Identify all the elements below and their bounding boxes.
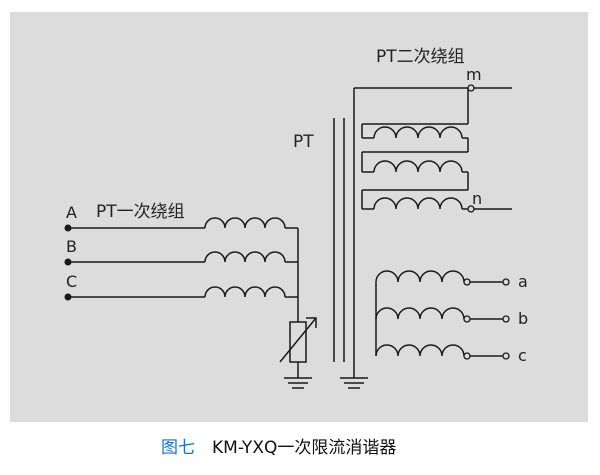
meas-c-open-2 (502, 352, 510, 360)
terminal-n-open (467, 205, 475, 213)
meas-b-open-2 (502, 315, 510, 323)
figure-number: 图七 (161, 438, 195, 458)
primary-coil-c (204, 286, 286, 298)
primary-coil-a (204, 217, 286, 229)
terminal-n-label: n (472, 189, 482, 208)
meas-c-open-1 (463, 352, 471, 360)
terminal-a-dot (64, 224, 72, 232)
terminal-m-open (467, 84, 475, 92)
diagram-background (10, 12, 588, 422)
resistor-arrow-head (306, 317, 317, 328)
phase-a-label: A (66, 203, 77, 222)
meas-coil-b (375, 307, 465, 320)
resistor-arrow (279, 317, 317, 363)
primary-coil-b (204, 251, 286, 263)
terminal-m-label: m (466, 65, 482, 84)
phase-c-label: C (66, 272, 77, 291)
secondary-coil-2 (373, 160, 463, 173)
meas-b-open-1 (463, 315, 471, 323)
output-a-label: a (518, 272, 528, 291)
figure-caption: KM-YXQ一次限流消谐器 (212, 438, 396, 458)
secondary-coil-3 (373, 197, 463, 210)
phase-b-label: B (66, 237, 77, 256)
output-b-label: b (518, 309, 528, 328)
pt-label: PT (293, 132, 314, 152)
meas-a-open-1 (463, 278, 471, 286)
terminal-c-dot (64, 293, 72, 301)
secondary-title: PT二次绕组 (376, 47, 465, 67)
circuit (68, 87, 512, 389)
primary-title: PT一次绕组 (96, 202, 185, 222)
output-c-label: c (518, 346, 527, 365)
meas-coil-c (375, 344, 465, 357)
meas-a-open-2 (502, 278, 510, 286)
terminal-b-dot (64, 258, 72, 266)
meas-coil-a (375, 270, 465, 283)
secondary-coil-1 (373, 126, 463, 139)
